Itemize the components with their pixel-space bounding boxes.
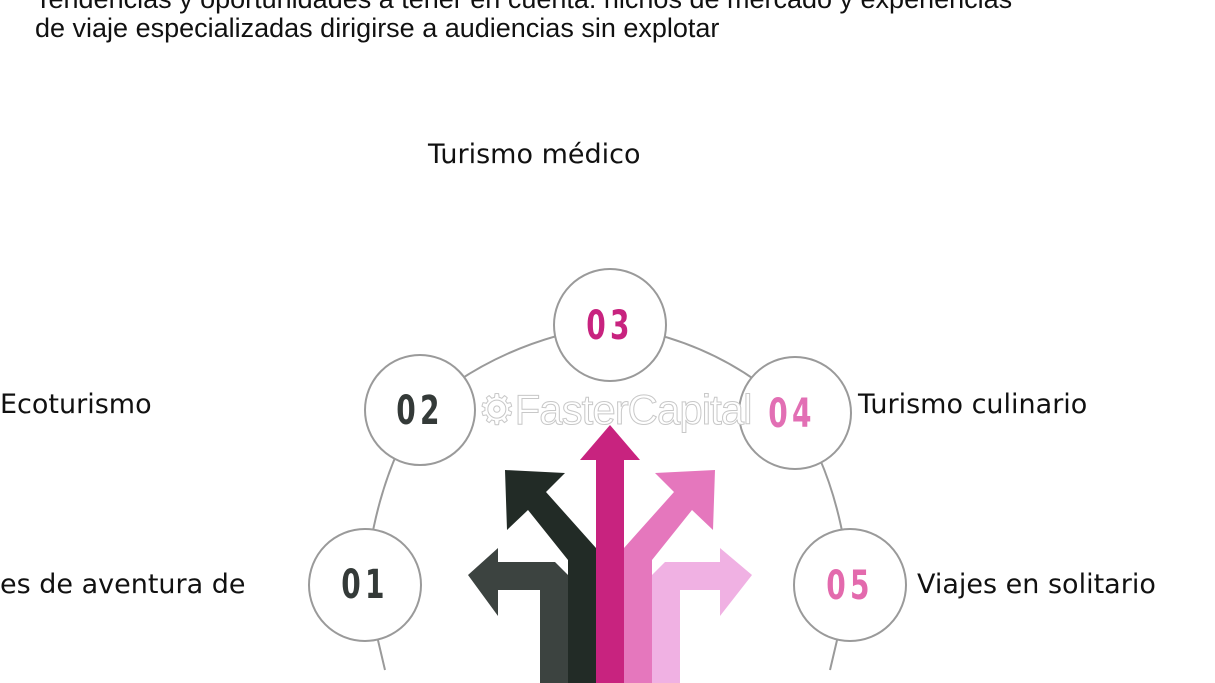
step-number-04: 04 xyxy=(768,391,816,437)
label-03: Turismo médico xyxy=(428,139,641,170)
label-02: Ecoturismo xyxy=(0,389,152,420)
arrow-left xyxy=(468,548,568,683)
step-number-01: 01 xyxy=(341,562,389,608)
arrow-right xyxy=(652,548,752,683)
title-line-1: Tendencias y oportunidades a tener en cu… xyxy=(35,0,1012,14)
label-04: Turismo culinario xyxy=(858,389,1088,420)
label-01: es de aventura de xyxy=(0,569,246,600)
step-number-02: 02 xyxy=(396,388,444,434)
step-number-03: 03 xyxy=(586,303,634,349)
watermark-logo: ⚙FasterCapital xyxy=(477,386,752,434)
arrows xyxy=(468,425,752,683)
label-05: Viajes en solitario xyxy=(917,569,1156,600)
arrow-up-left xyxy=(505,470,596,683)
step-number-05: 05 xyxy=(826,563,874,609)
circles xyxy=(308,268,907,642)
arrow-up-right xyxy=(624,470,715,683)
title-line-2: de viaje especializadas dirigirse a audi… xyxy=(35,13,720,43)
arrow-up xyxy=(580,425,640,683)
